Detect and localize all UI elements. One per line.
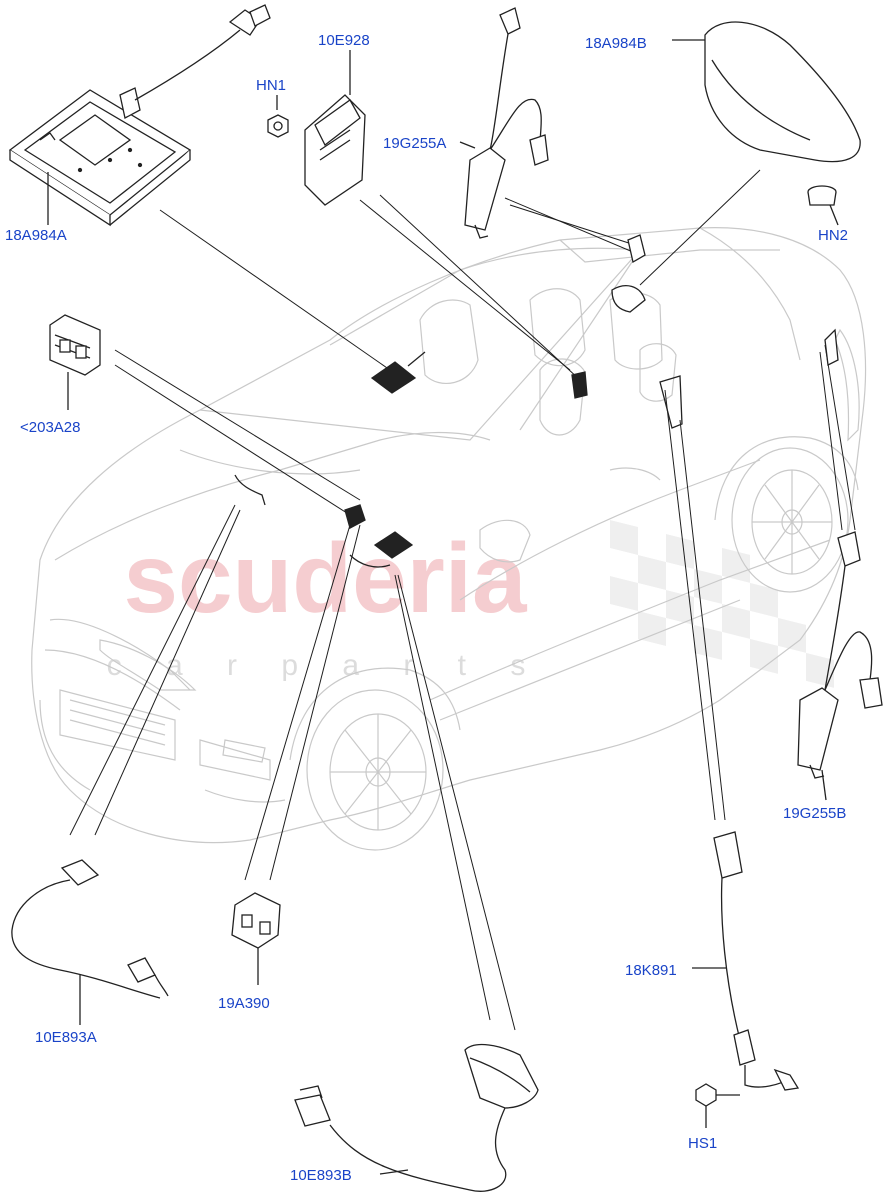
shark-fin-antenna-18A984B[interactable] <box>672 21 861 163</box>
label-19A390[interactable]: 19A390 <box>218 995 270 1012</box>
watermark-subtitle: c a r p a r t s <box>107 649 544 682</box>
watermark-title: scuderia <box>123 523 528 633</box>
leader-lines <box>69 169 856 1031</box>
label-18A984B[interactable]: 18A984B <box>585 35 647 52</box>
gps-antenna-10E893A[interactable] <box>11 859 169 1025</box>
nut-HN1[interactable] <box>267 95 289 138</box>
checkered-flag-icon <box>610 520 834 688</box>
label-10E893A[interactable]: 10E893A <box>35 1029 97 1046</box>
connector-203A28[interactable] <box>49 314 101 410</box>
label-18K891[interactable]: 18K891 <box>625 962 677 979</box>
label-203A28[interactable]: <203A28 <box>20 419 80 436</box>
label-19G255A[interactable]: 19G255A <box>383 135 446 152</box>
amplifier-19G255A[interactable] <box>459 7 549 239</box>
amplifier-19G255B[interactable] <box>797 531 883 801</box>
car-outline <box>31 227 867 851</box>
mirror-antenna-10E893B[interactable] <box>294 1043 539 1192</box>
in-car-module <box>234 234 839 568</box>
label-10E893B[interactable]: 10E893B <box>290 1167 352 1184</box>
label-HN1[interactable]: HN1 <box>256 77 286 94</box>
label-HN2[interactable]: HN2 <box>818 227 848 244</box>
cable-18K891[interactable] <box>692 831 800 1091</box>
label-18A984A[interactable]: 18A984A <box>5 227 67 244</box>
nut-HN2[interactable] <box>807 185 839 226</box>
label-19G255B[interactable]: 19G255B <box>783 805 846 822</box>
watermark: scuderia c a r p a r t s <box>107 520 834 688</box>
module-10E928[interactable] <box>304 50 366 206</box>
screw-HS1[interactable] <box>695 1083 740 1128</box>
receiver-module-18A984A[interactable] <box>8 4 271 227</box>
connector-19A390[interactable] <box>231 892 281 985</box>
label-10E928[interactable]: 10E928 <box>318 32 370 49</box>
label-HS1[interactable]: HS1 <box>688 1135 717 1152</box>
